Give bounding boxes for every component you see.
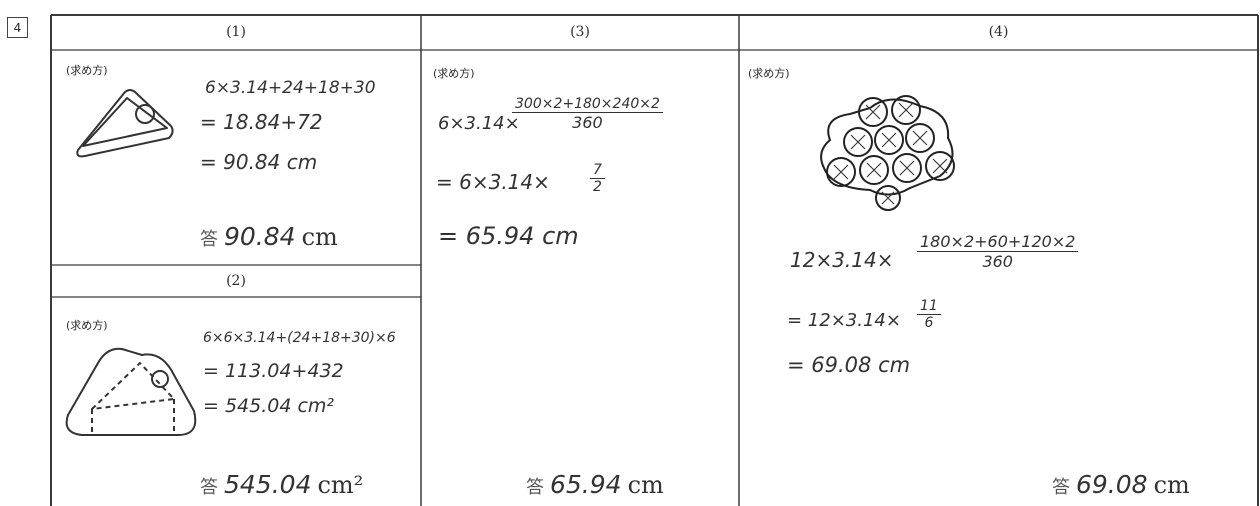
q4-fraction-1-numerator: 180×2+60+120×2 bbox=[917, 232, 1079, 252]
q3-fraction-1-numerator: 300×2+180×240×2 bbox=[512, 96, 663, 113]
q1-work-line-2: = 18.84+72 bbox=[200, 110, 323, 134]
q4-answer-value: 69.08 bbox=[1076, 470, 1148, 499]
q3-answer-value: 65.94 bbox=[550, 470, 622, 499]
q3-fraction-2-denominator: 2 bbox=[593, 179, 602, 195]
q1-work-line-1: 6×3.14+24+18+30 bbox=[205, 78, 376, 98]
q1-answer-unit: cm bbox=[301, 223, 338, 251]
q3-fraction-1-denominator: 360 bbox=[572, 113, 603, 132]
q1-answer-value: 90.84 bbox=[224, 222, 296, 251]
q3-answer: 答 65.94 cm bbox=[526, 470, 664, 499]
q4-fraction-1: 180×2+60+120×2 360 bbox=[917, 232, 1079, 271]
header-question-4: (4) bbox=[988, 24, 1009, 40]
method-label-q2: (求め方) bbox=[66, 319, 108, 332]
q3-work-line-1-prefix: 6×3.14× bbox=[438, 113, 520, 134]
q3-fraction-2: 7 2 bbox=[590, 162, 605, 195]
question-number-box: 4 bbox=[7, 17, 28, 38]
q3-work-line-2-prefix: = 6×3.14× bbox=[436, 170, 550, 194]
q2-work-line-1: 6×6×3.14+(24+18+30)×6 bbox=[203, 330, 396, 346]
q2-answer-mark: 答 bbox=[200, 477, 218, 498]
q3-work-line-3: = 65.94 cm bbox=[438, 222, 579, 250]
q4-fraction-2: 11 6 bbox=[917, 298, 941, 331]
q4-work-line-1-prefix: 12×3.14× bbox=[790, 248, 894, 272]
q3-answer-unit: cm bbox=[627, 471, 664, 499]
triangle-region-sketch-q2 bbox=[65, 347, 197, 436]
q1-answer-mark: 答 bbox=[200, 229, 218, 250]
q1-work-line-3: = 90.84 cm bbox=[200, 150, 318, 174]
q2-work-line-2: = 113.04+432 bbox=[203, 360, 344, 382]
method-label-q1: (求め方) bbox=[66, 64, 108, 77]
q4-work-line-3: = 69.08 cm bbox=[787, 353, 911, 377]
method-label-q4: (求め方) bbox=[748, 67, 790, 80]
header-question-2: (2) bbox=[226, 273, 246, 289]
q4-work-line-2-prefix: = 12×3.14× bbox=[787, 310, 901, 331]
q3-fraction-1: 300×2+180×240×2 360 bbox=[512, 96, 663, 132]
q2-answer: 答 545.04 cm² bbox=[200, 470, 363, 499]
q3-fraction-2-numerator: 7 bbox=[590, 162, 605, 179]
header-question-3: (3) bbox=[570, 24, 590, 40]
q2-answer-value: 545.04 bbox=[224, 470, 312, 499]
q1-answer: 答 90.84 cm bbox=[200, 222, 338, 251]
q4-fraction-2-denominator: 6 bbox=[924, 315, 934, 331]
method-label-q3: (求め方) bbox=[433, 67, 475, 80]
q4-answer: 答 69.08 cm bbox=[1052, 470, 1190, 499]
q4-fraction-2-numerator: 11 bbox=[917, 298, 941, 315]
q4-answer-mark: 答 bbox=[1052, 477, 1070, 498]
q2-work-line-3: = 545.04 cm² bbox=[203, 395, 335, 417]
header-question-1: (1) bbox=[226, 24, 246, 40]
q2-answer-unit: cm² bbox=[317, 471, 364, 499]
q3-answer-mark: 答 bbox=[526, 477, 544, 498]
triangle-rope-sketch-q1 bbox=[76, 89, 174, 158]
q4-answer-unit: cm bbox=[1153, 471, 1190, 499]
circle-cluster-sketch-q4 bbox=[820, 95, 955, 211]
q4-fraction-1-denominator: 360 bbox=[982, 252, 1013, 271]
